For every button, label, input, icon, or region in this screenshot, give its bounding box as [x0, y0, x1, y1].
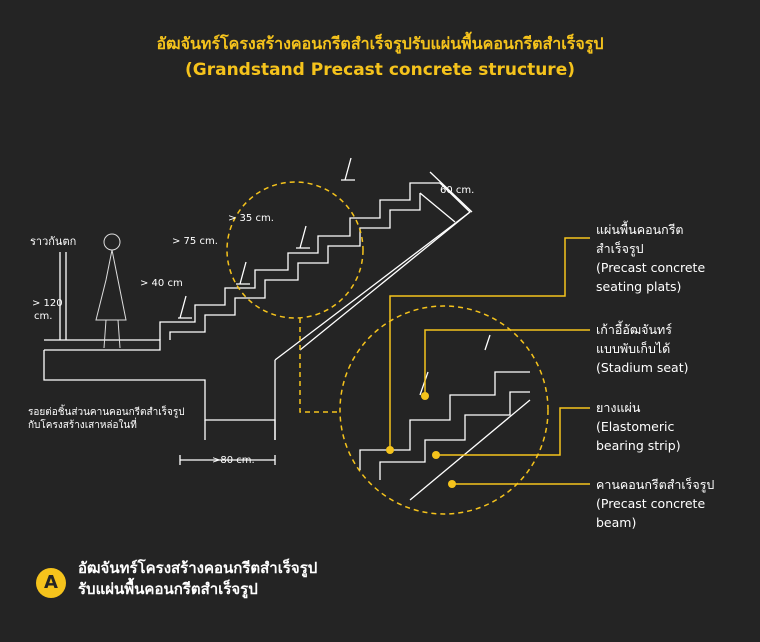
person-figure [95, 233, 127, 349]
dot-seating-plats [386, 446, 394, 454]
callout-line: (Stadium seat) [596, 360, 689, 375]
callout-beam: คานคอนกรีตสำเร็จรูป (Precast concrete be… [596, 475, 714, 532]
detail-steps [359, 371, 530, 470]
callout-line: seating plats) [596, 279, 682, 294]
width-60-label: 60 cm. [440, 185, 475, 196]
title-english: (Grandstand Precast concrete structure) [185, 60, 575, 80]
width-75-label: > 75 cm. [172, 236, 218, 247]
callout-line: แผ่นพื้นคอนกรีต [596, 222, 684, 237]
callout-line: เก้าอี้อัฒจันทร์ [596, 322, 672, 337]
callout-line: ยางแผ่น [596, 400, 641, 415]
beam-underside [299, 211, 471, 351]
height-35-label: > 35 cm. [228, 213, 274, 224]
joint-label-2: กับโครงสร้างเสาหล่อในที่ [28, 420, 137, 431]
dot-beam [448, 480, 456, 488]
section-caption: อัฒจันทร์โครงสร้างคอนกรีตสำเร็จรูป รับแผ… [78, 558, 317, 600]
leader-bearing-strip [436, 407, 590, 456]
callout-line: แบบพับเก็บได้ [596, 341, 671, 356]
seat-4 [341, 157, 355, 181]
joint-label-1: รอยต่อชิ้นส่วนคานคอนกรีตสำเร็จรูป [28, 407, 185, 418]
detail-steps-inner [379, 391, 530, 480]
callout-line: สำเร็จรูป [596, 241, 644, 256]
height-40-label: > 40 cm [140, 278, 183, 289]
section-badge: A [36, 568, 66, 598]
callout-stadium-seat: เก้าอี้อัฒจันทร์ แบบพับเก็บได้ (Stadium … [596, 320, 689, 377]
raking-beam [274, 182, 471, 361]
railing-label: ราวกันตก [30, 235, 77, 248]
leader-seating-plats [389, 237, 590, 450]
stair-steps-inner [169, 193, 421, 340]
height-120-label: > 120 [32, 298, 63, 309]
caption-line-2: รับแผ่นพื้นคอนกรีตสำเร็จรูป [78, 580, 258, 598]
zoom-circle-small [226, 181, 364, 319]
callout-line: คานคอนกรีตสำเร็จรูป [596, 477, 715, 492]
railing-post [59, 252, 67, 340]
detail-seat-2 [484, 334, 491, 351]
dim-60 [429, 171, 473, 213]
dim-80 [179, 455, 276, 465]
dot-stadium-seat [421, 392, 429, 400]
zoom-circle-large [339, 305, 549, 515]
height-120-unit: cm. [34, 311, 53, 322]
callout-line: (Elastomeric [596, 419, 675, 434]
title-thai: อัฒจันทร์โครงสร้างคอนกรีตสำเร็จรูปรับแผ่… [156, 34, 604, 53]
width-80-label: >80 cm. [212, 455, 255, 466]
seat-1 [178, 295, 192, 319]
seat-2 [236, 261, 250, 285]
dot-bearing-strip [432, 451, 440, 459]
stair-steps [159, 182, 440, 340]
callout-line: (Precast concrete [596, 496, 706, 511]
detail-seat-1 [419, 371, 429, 396]
callout-seating-plats: แผ่นพื้นคอนกรีต สำเร็จรูป (Precast concr… [596, 220, 705, 296]
callout-line: bearing strip) [596, 438, 681, 453]
callout-line: (Precast concrete [596, 260, 706, 275]
zoom-connector [299, 318, 340, 413]
detail-beam [409, 399, 531, 501]
leader-stadium-seat [424, 329, 590, 395]
seat-3 [296, 225, 310, 249]
callout-line: beam) [596, 515, 637, 530]
caption-line-1: อัฒจันทร์โครงสร้างคอนกรีตสำเร็จรูป [78, 559, 318, 577]
column-outline [204, 360, 276, 440]
floor-slab [44, 339, 161, 351]
callout-bearing-strip: ยางแผ่น (Elastomeric bearing strip) [596, 398, 681, 455]
